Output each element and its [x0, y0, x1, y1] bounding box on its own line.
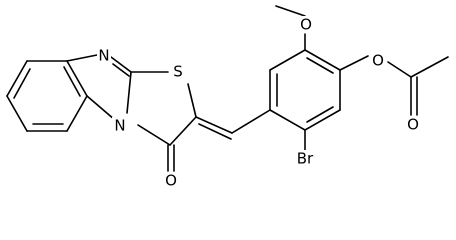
bond — [306, 57, 334, 74]
bond — [169, 116, 197, 146]
chemical-structure: N S N O Br O O O — [6, 5, 449, 190]
bond — [275, 5, 306, 17]
bond — [137, 124, 171, 146]
atom-label-n2: N — [114, 117, 125, 135]
atom-label-o1: O — [165, 172, 177, 190]
bond — [306, 106, 334, 123]
bond — [6, 60, 28, 97]
atom-labels: N S N O Br O O O — [97, 16, 421, 190]
bond — [126, 71, 132, 114]
bond — [387, 61, 412, 78]
bond — [410, 56, 449, 78]
bond — [110, 56, 132, 73]
atom-label-n1: N — [98, 47, 109, 65]
bond — [339, 55, 369, 71]
bond — [63, 66, 81, 97]
bond — [269, 49, 306, 71]
bond — [66, 54, 98, 62]
bond — [231, 109, 271, 134]
atom-label-o2: O — [300, 16, 312, 34]
bond — [195, 116, 233, 134]
bond — [66, 60, 88, 97]
bond — [187, 83, 197, 118]
bond-lines — [6, 5, 449, 172]
atom-label-s1: S — [173, 63, 183, 81]
bond — [6, 95, 28, 132]
atom-label-o3: O — [372, 52, 384, 70]
bond — [198, 123, 232, 140]
bond — [86, 95, 116, 121]
atom-label-br1: Br — [297, 150, 314, 168]
bond — [66, 95, 88, 132]
atom-label-o4: O — [407, 116, 419, 134]
molecule-diagram: N S N O Br O O O — [6, 5, 449, 190]
bond — [269, 109, 306, 131]
bond — [112, 63, 130, 77]
bond — [304, 49, 341, 71]
bond — [304, 109, 341, 131]
bond — [13, 68, 31, 99]
